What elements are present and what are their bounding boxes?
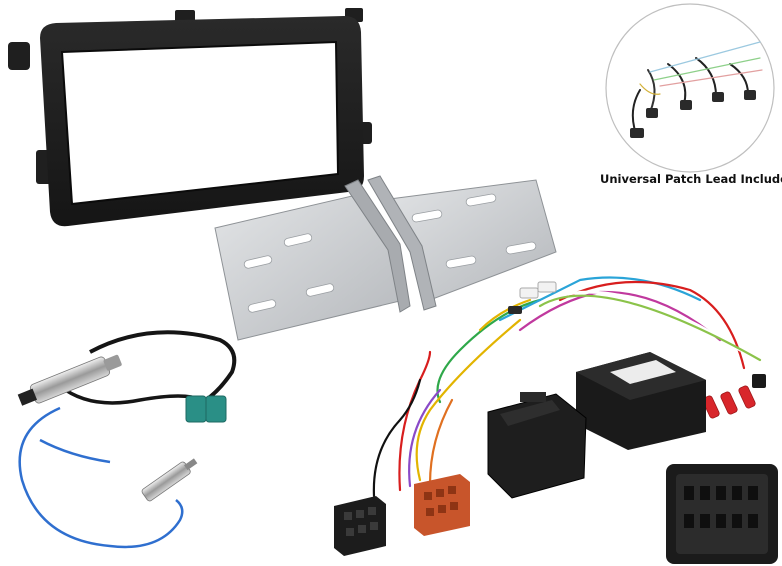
harness-small-connector: [508, 306, 522, 314]
antenna-din-pin: [184, 458, 198, 471]
fakra-connector-2: [205, 395, 227, 423]
iso-pin: [438, 505, 446, 513]
iso-pin: [424, 492, 432, 500]
patch-lead-wire: [639, 83, 661, 95]
iso-pin: [346, 528, 354, 536]
closeup-pin-cavity: [732, 486, 742, 500]
harness-wire: [528, 290, 742, 352]
bracket-slot: [505, 241, 537, 255]
closeup-pin-cavity: [732, 514, 742, 528]
red-spade-connector: [738, 385, 756, 409]
harness-small-connector: [537, 281, 557, 293]
iso-pin: [448, 486, 456, 494]
bracket-slot: [243, 255, 273, 269]
bracket-slot: [445, 255, 477, 269]
iso-pin: [436, 489, 444, 497]
closeup-pin-cavity: [700, 486, 710, 500]
patch-lead-wire: [653, 57, 761, 81]
harness-wire: [478, 298, 532, 332]
quadlock-connector-top: [500, 400, 560, 426]
patch-lead-plug: [712, 92, 724, 102]
antenna-din-plug: [141, 461, 191, 502]
fakra-connector-1: [185, 395, 207, 423]
antenna-plug-tip: [103, 354, 122, 371]
iso-pin: [358, 525, 366, 533]
patch-lead-plug: [744, 90, 756, 100]
inset-circle: [605, 3, 775, 173]
antenna-adaptor: [17, 330, 237, 549]
iso-pin: [356, 510, 364, 518]
patch-lead-wire: [659, 69, 763, 87]
closeup-pin-cavity: [716, 514, 726, 528]
closeup-pin-cavity: [748, 486, 758, 500]
interface-box-label: [610, 360, 676, 384]
bracket-slot: [411, 209, 443, 223]
closeup-pin-cavity: [716, 486, 726, 500]
harness-wire: [372, 378, 422, 498]
iso-pin: [450, 502, 458, 510]
bracket-slot: [305, 283, 335, 297]
bracket-slot: [247, 299, 277, 313]
antenna-cable-black: [89, 330, 237, 402]
patch-lead-inset: [605, 3, 775, 173]
bracket-right-flange: [367, 175, 437, 311]
bracket-left-flange: [344, 179, 411, 313]
harness-wire: [428, 398, 454, 486]
closeup-pin-cavity: [684, 514, 694, 528]
iso-pin: [370, 522, 378, 530]
antenna-cable-black-2: [58, 384, 201, 405]
closeup-pin-cavity: [700, 514, 710, 528]
bracket-slot: [283, 233, 313, 247]
fascia-screen-opening: [62, 42, 338, 204]
patch-lead-plug: [646, 108, 658, 118]
harness-wire: [398, 350, 432, 492]
harness-wire: [408, 388, 442, 488]
harness-wire: [436, 298, 542, 404]
quadlock-latch: [520, 392, 546, 402]
patch-lead-plug: [630, 128, 644, 138]
harness-wire: [538, 294, 762, 362]
patch-lead-plug: [680, 100, 692, 110]
steering-wheel-interface-harness: [334, 276, 766, 556]
patch-lead-caption: Universal Patch Lead Included: [600, 172, 782, 186]
harness-wire: [498, 276, 702, 322]
patch-lead-wire: [649, 41, 761, 73]
antenna-chrome-plug: [29, 356, 111, 404]
fascia-tab-left-top: [8, 42, 30, 70]
harness-wire: [415, 318, 522, 482]
red-spade-connector: [702, 395, 720, 419]
iso-pin: [344, 512, 352, 520]
iso-pin: [368, 507, 376, 515]
closeup-pin-cavity: [684, 486, 694, 500]
double-din-fascia-panel: [8, 8, 372, 227]
fascia-inner-edge: [60, 40, 340, 206]
antenna-cable-blue-2: [39, 438, 111, 464]
antenna-plug-boot: [17, 388, 38, 406]
mounting-brackets: [214, 175, 557, 341]
red-spade-connector: [720, 391, 738, 415]
harness-end-plug: [752, 374, 766, 388]
iso-pin: [426, 508, 434, 516]
antenna-cable-blue: [18, 406, 184, 549]
vehicle-connector-closeup: [666, 464, 778, 564]
closeup-pin-cavity: [748, 514, 758, 528]
harness-small-connector: [519, 287, 539, 299]
bracket-slot: [465, 193, 497, 207]
harness-wire: [558, 280, 746, 370]
